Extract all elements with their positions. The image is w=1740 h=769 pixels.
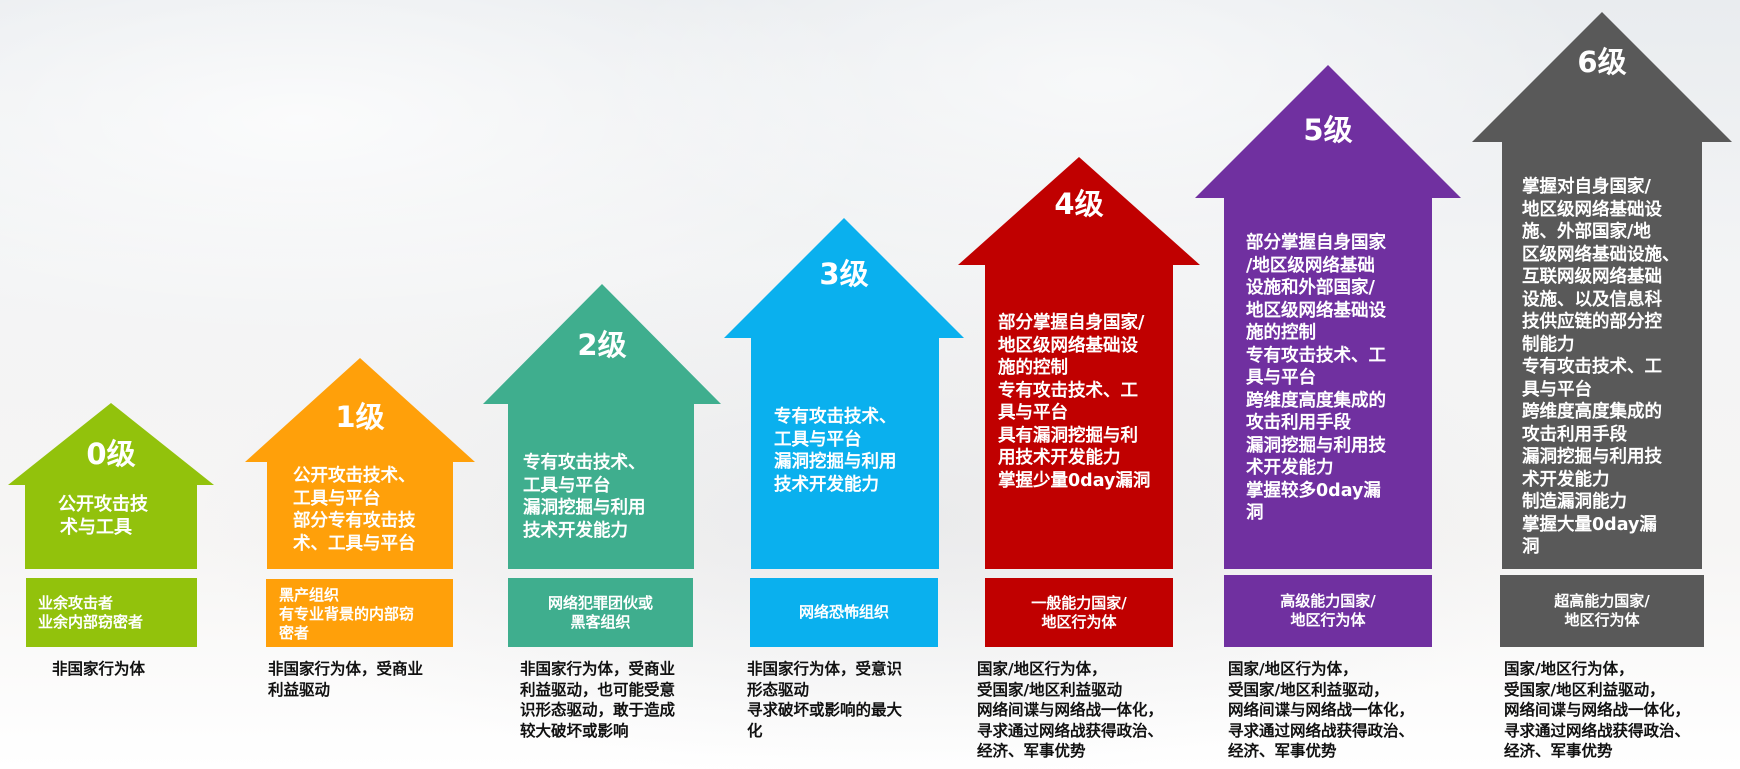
level-1-actor-box: 黑产组织 有专业背景的内部窃 密者 [266,579,453,647]
level-6-title: 6级 [1577,45,1627,79]
level-6-arrow-shape [1472,12,1732,569]
level-5-actor-box: 高级能力国家/ 地区行为体 [1224,575,1432,647]
level-4-arrow: 4级 部分掌握自身国家/ 地区级网络基础设 施的控制 专有攻击技术、工 具与平台… [958,157,1200,569]
level-1-arrow: 1级 公开攻击技术、 工具与平台 部分专有攻击技 术、工具与平台 [245,358,475,569]
level-2-capabilities: 专有攻击技术、 工具与平台 漏洞挖掘与利用 技术开发能力 [523,453,646,541]
level-4-actor-box: 一般能力国家/ 地区行为体 [985,578,1173,647]
level-2-arrow-shape [483,284,721,569]
level-1-arrow-shape [245,358,475,569]
level-0-arrow-shape [8,403,214,569]
level-3-description: 非国家行为体，受意识 形态驱动 寻求破坏或影响的最大 化 [747,660,903,740]
level-4-capabilities: 部分掌握自身国家/ 地区级网络基础设 施的控制 专有攻击技术、工 具与平台 具有… [998,313,1151,491]
level-5-description: 国家/地区行为体， 受国家/地区利益驱动， 网络间谍与网络战一体化， 寻求通过网… [1228,660,1415,760]
level-6-description: 国家/地区行为体， 受国家/地区利益驱动， 网络间谍与网络战一体化， 寻求通过网… [1504,660,1691,760]
level-3-title: 3级 [819,257,869,291]
level-3-arrow: 3级 专有攻击技术、 工具与平台 漏洞挖掘与利用 技术开发能力 [724,218,964,569]
level-1-title: 1级 [335,400,385,434]
level-6-capabilities: 掌握对自身国家/ 地区级网络基础设 施、外部国家/地 区级网络基础设施、 互联网… [1522,177,1680,557]
level-3-actor-box: 网络恐怖组织 [750,578,938,647]
level-3-capabilities: 专有攻击技术、 工具与平台 漏洞挖掘与利用 技术开发能力 [774,407,897,495]
level-0-arrow: 0级 公开攻击技 术与工具 [8,403,214,569]
level-6-arrow: 6级 掌握对自身国家/ 地区级网络基础设 施、外部国家/地 区级网络基础设施、 … [1472,12,1732,569]
level-3-arrow-shape [724,218,964,569]
level-0-title: 0级 [86,437,136,471]
level-2-title: 2级 [577,328,627,362]
level-1-description: 非国家行为体，受商业 利益驱动 [268,660,424,699]
level-0-capabilities: 公开攻击技 术与工具 [58,494,148,538]
level-6-actor-box: 超高能力国家/ 地区行为体 [1500,575,1704,647]
level-2-description: 非国家行为体，受商业 利益驱动，也可能受意 识形态驱动，敢于造成 较大破坏或影响 [520,660,676,740]
level-4-arrow-shape [958,157,1200,569]
level-2-actor-box: 网络犯罪团伙或 黑客组织 [508,578,693,647]
level-5-arrow-shape [1195,65,1461,569]
level-0-actor-box: 业余攻击者 业余内部窃密者 [26,578,197,647]
level-1-capabilities: 公开攻击技术、 工具与平台 部分专有攻击技 术、工具与平台 [293,466,416,554]
level-4-description: 国家/地区行为体， 受国家/地区利益驱动 网络间谍与网络战一体化， 寻求通过网络… [977,660,1164,760]
level-5-capabilities: 部分掌握自身国家 /地区级网络基础 设施和外部国家/ 地区级网络基础设 施的控制… [1246,233,1386,523]
level-0-description: 非国家行为体 [52,660,146,678]
level-4-title: 4级 [1054,187,1104,221]
level-2-arrow: 2级 专有攻击技术、 工具与平台 漏洞挖掘与利用 技术开发能力 [483,284,721,569]
level-5-title: 5级 [1303,113,1353,147]
level-5-arrow: 5级 部分掌握自身国家 /地区级网络基础 设施和外部国家/ 地区级网络基础设 施… [1195,65,1461,569]
